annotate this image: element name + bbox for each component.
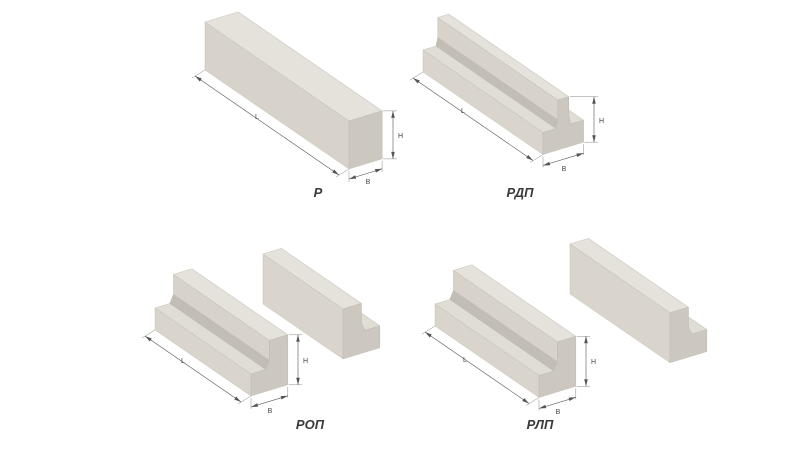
figure-label-rdp: РДП: [507, 185, 535, 200]
r-dim-label-width: B: [366, 179, 371, 186]
rdp-ext-line: [409, 71, 424, 81]
rlp-dim-label-height: H: [591, 359, 596, 366]
figure-label-r: Р: [314, 185, 323, 200]
rop-back-view-piece: [262, 248, 381, 360]
rlp-ext-line: [421, 325, 436, 335]
r-end-face: [348, 110, 383, 170]
rop-ext-line: [237, 395, 252, 405]
rlp-back-view-piece: [569, 238, 707, 364]
figure-rdp: L H B: [409, 14, 604, 173]
rlp-dim-label-width: B: [556, 409, 561, 416]
rlp-main-beam: [434, 264, 577, 398]
rlp2-end-face: [669, 306, 707, 364]
rdp-end-face: [542, 96, 584, 155]
figure-label-rlp: РЛП: [527, 417, 554, 432]
r-ext-line: [335, 168, 350, 178]
rop-dim-line-length: [144, 335, 242, 403]
rop-ext-line: [141, 329, 156, 339]
rlp-dim-label-length: L: [463, 357, 467, 364]
rlp-dim-line-width: [538, 397, 576, 409]
r-ext-line: [191, 69, 206, 79]
rop-dim-label-height: H: [303, 358, 308, 365]
rdp-dim-line-width: [542, 152, 584, 166]
rop-dim-label-width: B: [268, 408, 273, 415]
rdp-ext-line: [529, 154, 544, 163]
figure-rop: L H B: [141, 248, 381, 415]
rdp-dim-label-width: B: [562, 166, 567, 173]
rlp-ext-line: [525, 397, 540, 406]
rop-dim-line-width: [250, 395, 288, 408]
rlp-dim-line-length: [424, 331, 530, 404]
figure-label-rop: РОП: [296, 417, 325, 432]
rop-dim-label-length: L: [181, 358, 185, 365]
figure-r: L H B: [191, 11, 403, 186]
rop2-end-face: [342, 303, 381, 360]
r-dim-label-height: H: [398, 133, 403, 140]
rlp-end-face: [538, 336, 577, 398]
rdp-dim-label-height: H: [599, 118, 604, 125]
r-dim-line-width: [348, 168, 383, 180]
figure-rlp: L H B: [421, 238, 707, 416]
r-dim-label-length: L: [255, 114, 259, 121]
rdp-dim-line-length: [412, 77, 534, 161]
rdp-dim-label-length: L: [461, 108, 465, 115]
rop-end-face: [250, 334, 289, 397]
r-dim-line-length: [194, 75, 340, 176]
